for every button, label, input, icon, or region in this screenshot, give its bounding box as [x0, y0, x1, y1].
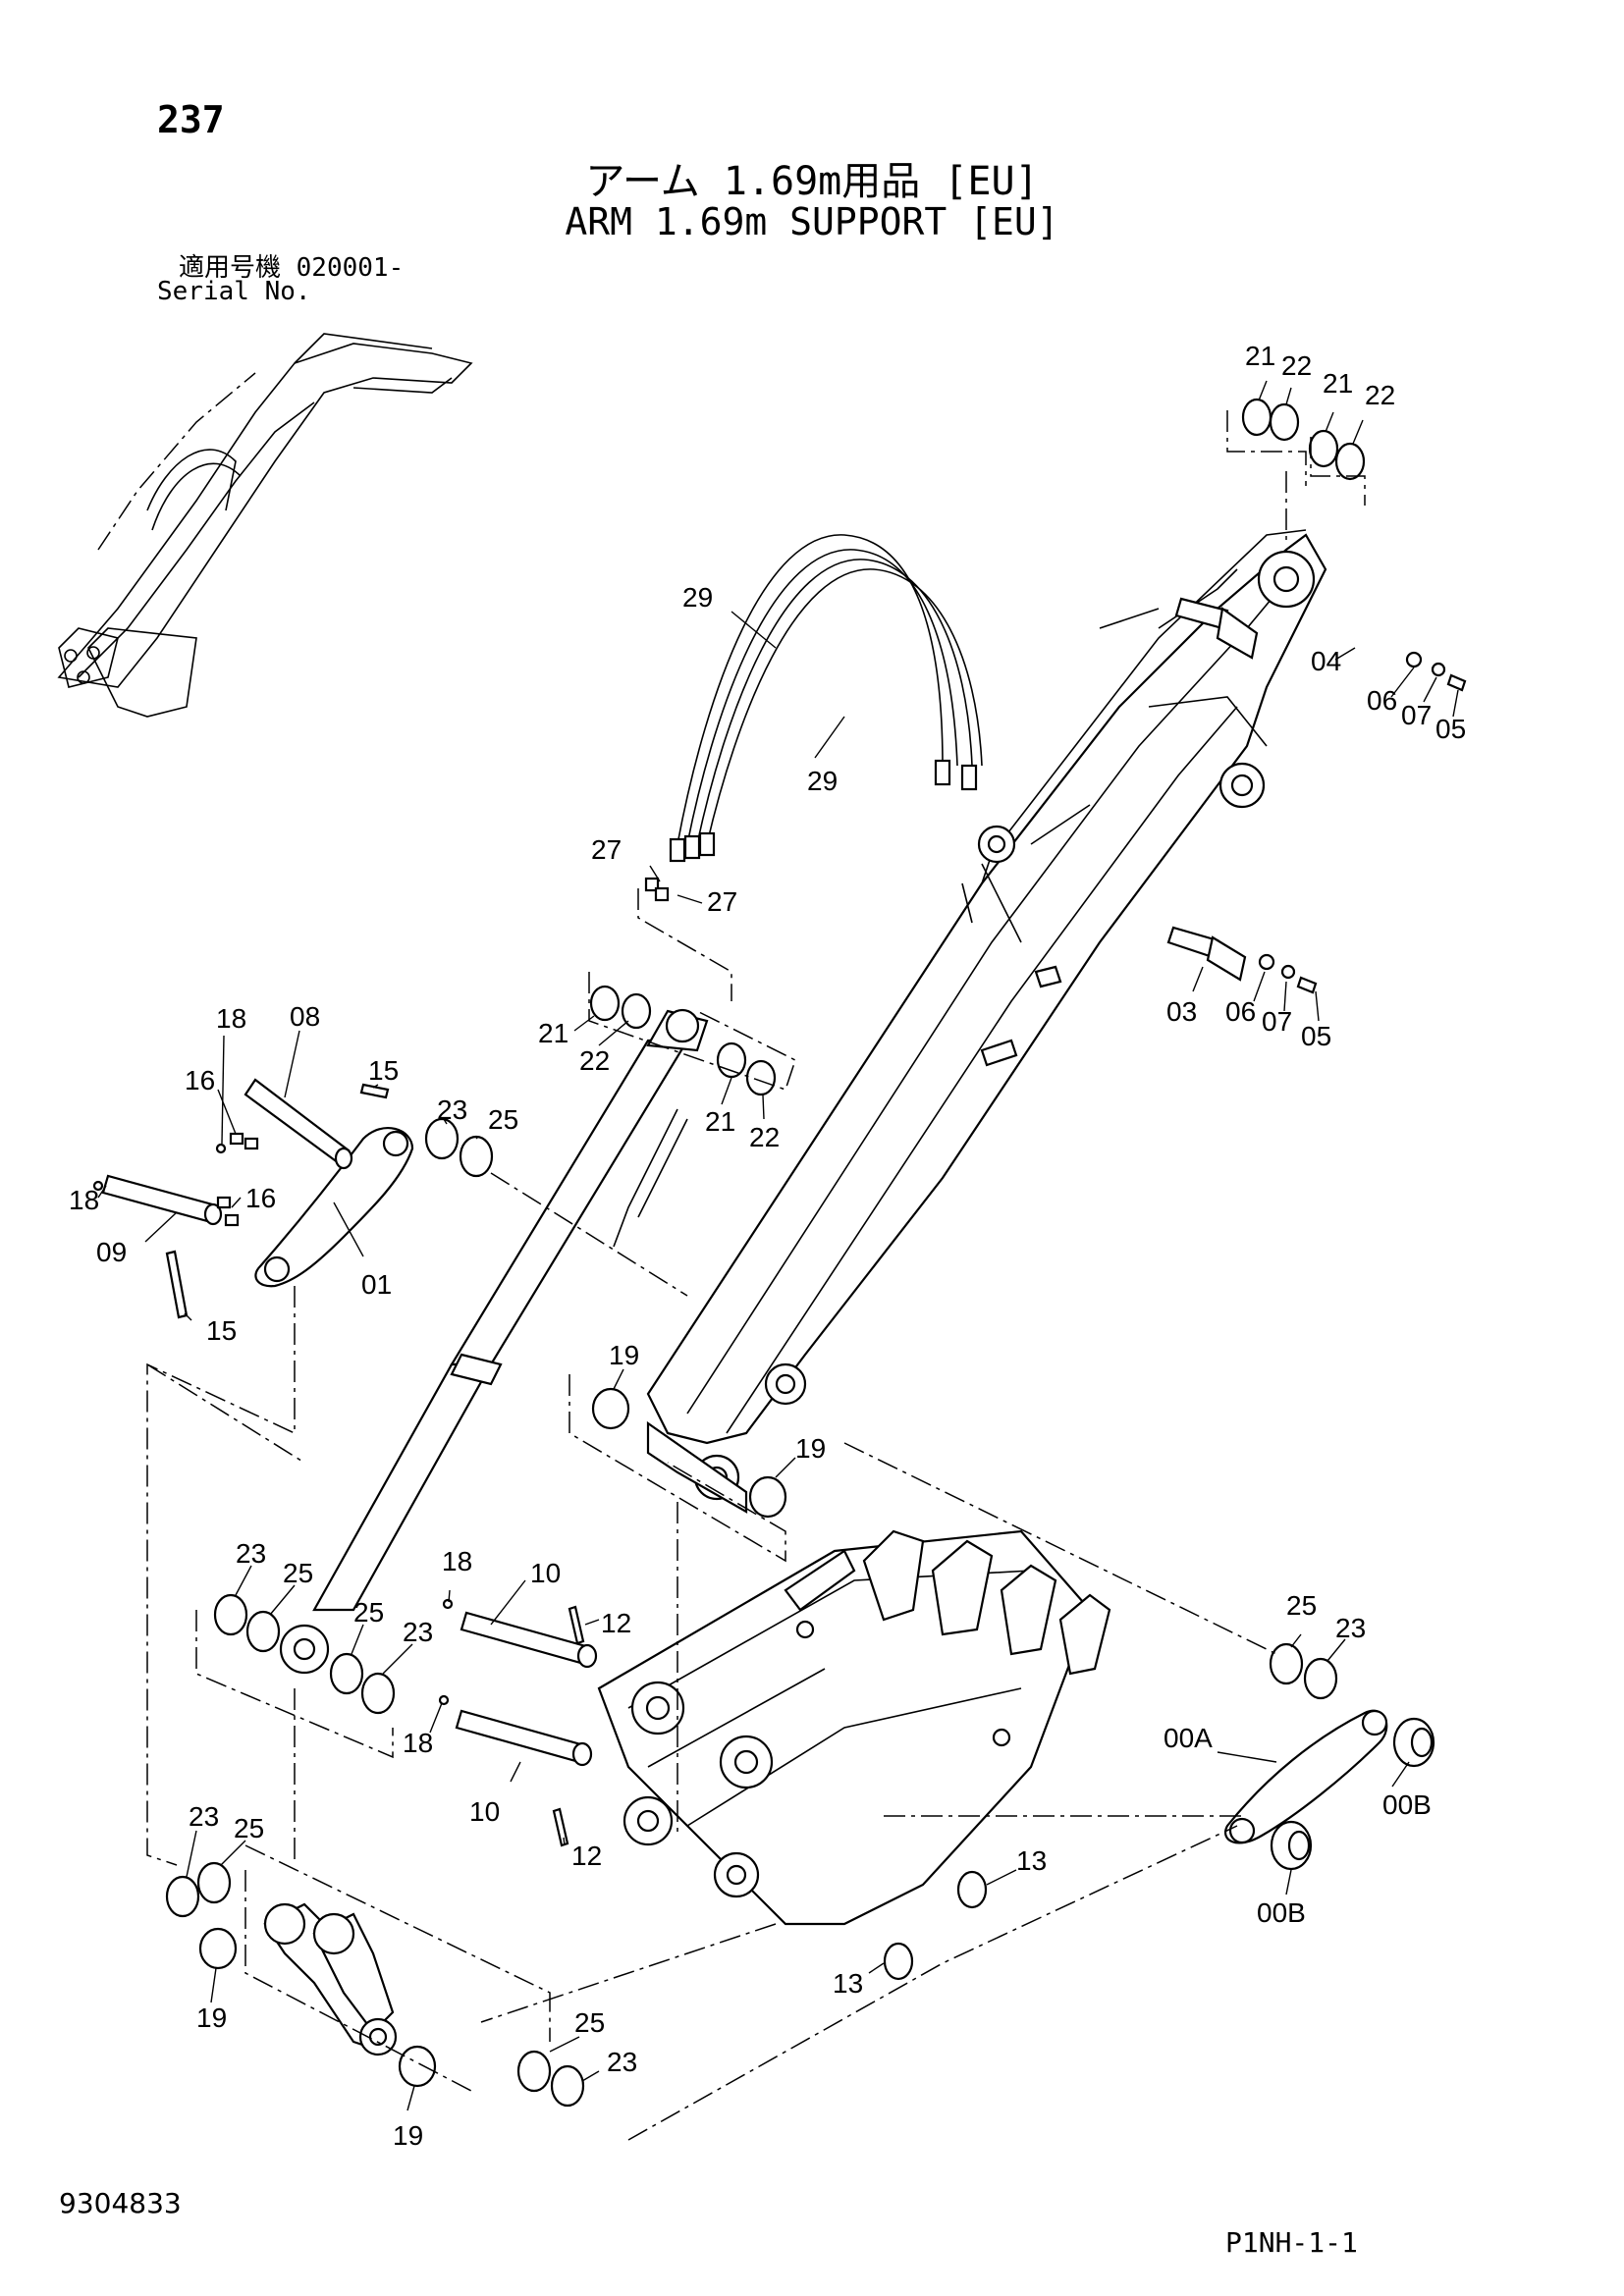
- callout-23: 23: [437, 1095, 467, 1125]
- callout-09: 09: [96, 1237, 127, 1267]
- link-01: [254, 1127, 414, 1288]
- callout-10: 10: [530, 1558, 561, 1588]
- leader-lines: [97, 380, 1459, 2111]
- callout-22: 22: [1365, 380, 1395, 410]
- serial-label-english: Serial No.: [157, 277, 311, 306]
- callout-29: 29: [807, 766, 838, 796]
- assembly-guide-lines: [146, 410, 1366, 2141]
- callout-19: 19: [393, 2120, 423, 2151]
- arm-cylinder: [279, 1008, 709, 1675]
- callout-13: 13: [833, 1968, 863, 1999]
- callout-01: 01: [361, 1269, 392, 1300]
- callout-19: 19: [609, 1340, 639, 1370]
- callout-21: 21: [1323, 368, 1353, 399]
- callout-18: 18: [442, 1546, 472, 1576]
- callout-00A: 00A: [1164, 1723, 1213, 1753]
- callout-00B: 00B: [1382, 1789, 1432, 1820]
- callout-15: 15: [206, 1315, 237, 1346]
- callout-22: 22: [579, 1045, 610, 1076]
- hydraulic-hoses: [669, 534, 983, 863]
- callout-23: 23: [403, 1617, 433, 1647]
- callout-22: 22: [1281, 350, 1312, 381]
- callout-12: 12: [571, 1841, 602, 1871]
- callout-07: 07: [1401, 700, 1432, 730]
- callout-21: 21: [538, 1018, 568, 1048]
- callout-21: 21: [1245, 341, 1275, 371]
- callout-22: 22: [749, 1122, 780, 1152]
- callout-23: 23: [189, 1801, 219, 1832]
- callout-25: 25: [353, 1597, 384, 1628]
- bottom-link-assembly: [263, 1902, 398, 2056]
- callout-19: 19: [795, 1433, 826, 1464]
- document-number: 9304833: [59, 2187, 182, 2219]
- callout-18: 18: [69, 1185, 99, 1215]
- callout-16: 16: [185, 1065, 215, 1095]
- callout-00B: 00B: [1257, 1897, 1306, 1928]
- title-japanese: アーム 1.69m用品 [EU]: [585, 159, 1039, 204]
- callout-07: 07: [1262, 1006, 1292, 1037]
- bucket: [597, 1529, 1111, 1926]
- callout-25: 25: [234, 1813, 264, 1843]
- title-english: ARM 1.69m SUPPORT [EU]: [565, 200, 1059, 243]
- small-hardware: [92, 651, 1467, 1847]
- callout-13: 13: [1016, 1845, 1047, 1876]
- pins: [101, 597, 1259, 1767]
- callout-15: 15: [368, 1055, 399, 1086]
- callout-25: 25: [488, 1104, 518, 1135]
- callout-05: 05: [1301, 1021, 1331, 1051]
- callout-18: 18: [216, 1003, 246, 1034]
- callout-25: 25: [1286, 1590, 1317, 1621]
- callout-06: 06: [1225, 996, 1256, 1027]
- overview-thumbnail: [57, 333, 473, 718]
- callout-18: 18: [403, 1728, 433, 1758]
- callout-12: 12: [601, 1608, 631, 1638]
- callout-21: 21: [705, 1106, 735, 1137]
- callout-04: 04: [1311, 646, 1341, 676]
- callout-19: 19: [196, 2002, 227, 2033]
- callout-10: 10: [469, 1796, 500, 1827]
- callout-27: 27: [591, 834, 622, 865]
- link-00A: [1224, 1709, 1388, 1844]
- callout-23: 23: [607, 2047, 637, 2077]
- callout-27: 27: [707, 886, 737, 917]
- callout-labels: 21 22 21 22 29 29 04 06 07 05 27 27 03 0…: [69, 341, 1466, 2151]
- callout-25: 25: [574, 2007, 605, 2038]
- sheet-code: P1NH-1-1: [1225, 2226, 1358, 2259]
- serial-label-japanese: 適用号機 020001-: [179, 253, 405, 283]
- callout-23: 23: [1335, 1613, 1366, 1643]
- callout-25: 25: [283, 1558, 313, 1588]
- bushings-00B: [1270, 1717, 1435, 1871]
- page-number: 237: [157, 98, 225, 141]
- callout-29: 29: [682, 582, 713, 613]
- callout-08: 08: [290, 1001, 320, 1032]
- callout-05: 05: [1435, 714, 1466, 744]
- callout-06: 06: [1367, 685, 1397, 716]
- callout-23: 23: [236, 1538, 266, 1569]
- callout-16: 16: [245, 1183, 276, 1213]
- shims-and-o-rings: [165, 398, 1366, 2108]
- arm-body: [646, 529, 1327, 1514]
- callout-03: 03: [1166, 996, 1197, 1027]
